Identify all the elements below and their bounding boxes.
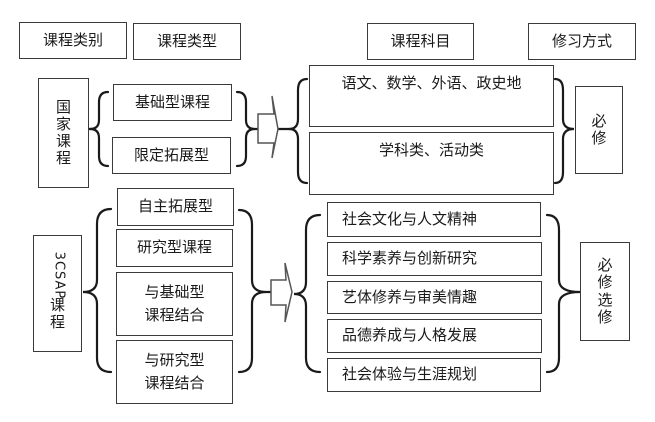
brace-csap-subjects-right — [545, 213, 581, 374]
brace-national-types-right — [235, 90, 256, 168]
csap-type-combined-basic: 与基础型 课程结合 — [116, 272, 233, 336]
csap-type-label-line: 课程结合 — [144, 306, 205, 324]
arrow-upper — [257, 95, 279, 159]
csap-type-combined-research: 与研究型 课程结合 — [116, 340, 233, 404]
csap-mode-char: 修 — [597, 307, 613, 326]
csap-mode-char: 必 — [597, 256, 613, 274]
brace-csap-types-right — [237, 208, 267, 374]
national-category-box: 国 家 课 程 — [38, 78, 89, 188]
csap-subject-label: 社会体验与生涯规划 — [342, 365, 478, 384]
brace-csap-subjects-left — [293, 213, 322, 374]
national-category-char: 国 — [55, 97, 71, 116]
national-subject-label: 学科类、活动类 — [378, 141, 484, 159]
national-type-basic: 基础型课程 — [113, 84, 232, 121]
header-type-label: 课程类型 — [156, 31, 217, 50]
national-type-label: 基础型课程 — [134, 92, 210, 111]
csap-type-self-extension: 自主拓展型 — [117, 188, 234, 226]
national-subject-categories: 学科类、活动类 — [309, 132, 554, 195]
brace-national-subjects-left — [288, 77, 309, 185]
csap-mode-char: 选 — [597, 290, 613, 309]
csap-subject-arts: 艺体修养与审美情趣 — [327, 281, 542, 314]
national-category-char: 家 — [55, 114, 71, 133]
csap-type-research: 研究型课程 — [116, 229, 233, 267]
brace-national-subjects-right — [553, 77, 575, 185]
header-category-label: 课程类别 — [42, 30, 103, 49]
national-subject-label: 语文、数学、外语、政史地 — [341, 74, 522, 92]
csap-type-label: 研究型课程 — [136, 238, 212, 257]
csap-subject-science: 科学素养与创新研究 — [327, 242, 542, 276]
national-category-char: 课 — [55, 132, 71, 150]
csap-category-char: 课 — [50, 295, 66, 314]
national-category-char: 程 — [55, 149, 71, 168]
csap-category-box: 3CSAP 课 程 — [33, 235, 82, 352]
brace-csap-left — [82, 207, 113, 374]
national-mode-char: 修 — [591, 129, 607, 147]
national-type-label: 限定拓展型 — [133, 145, 209, 164]
national-type-limited-extension: 限定拓展型 — [112, 137, 231, 174]
csap-subject-career: 社会体验与生涯规划 — [327, 358, 541, 392]
csap-category-latin: 3CSAP — [50, 251, 66, 300]
header-category: 课程类别 — [19, 22, 127, 59]
header-study-mode-label: 修习方式 — [551, 31, 612, 50]
header-subject-label: 课程科目 — [390, 31, 451, 50]
csap-subject-label: 品德养成与人格发展 — [342, 326, 478, 345]
csap-mode-char: 修 — [597, 273, 613, 292]
csap-category-char: 程 — [50, 312, 66, 331]
csap-type-label: 自主拓展型 — [137, 197, 213, 216]
csap-mode-box: 必 修 选 修 — [580, 242, 630, 341]
csap-type-label-line: 与研究型 — [144, 350, 205, 369]
header-study-mode: 修习方式 — [528, 23, 636, 60]
header-subject: 课程科目 — [367, 23, 474, 60]
national-mode-char: 必 — [591, 111, 607, 130]
csap-subject-label: 科学素养与创新研究 — [342, 249, 478, 268]
arrow-lower — [270, 262, 293, 323]
national-subject-core: 语文、数学、外语、政史地 — [309, 65, 554, 127]
csap-type-label-line: 与基础型 — [144, 282, 205, 301]
csap-type-label-line: 课程结合 — [144, 374, 205, 392]
brace-national-left — [89, 90, 110, 168]
csap-subject-label: 社会文化与人文精神 — [342, 209, 478, 228]
header-type: 课程类型 — [133, 23, 241, 60]
csap-subject-social-culture: 社会文化与人文精神 — [327, 202, 541, 237]
national-mode-box: 必 修 — [575, 86, 623, 174]
csap-subject-character: 品德养成与人格发展 — [327, 319, 542, 353]
csap-subject-label: 艺体修养与审美情趣 — [342, 287, 478, 306]
